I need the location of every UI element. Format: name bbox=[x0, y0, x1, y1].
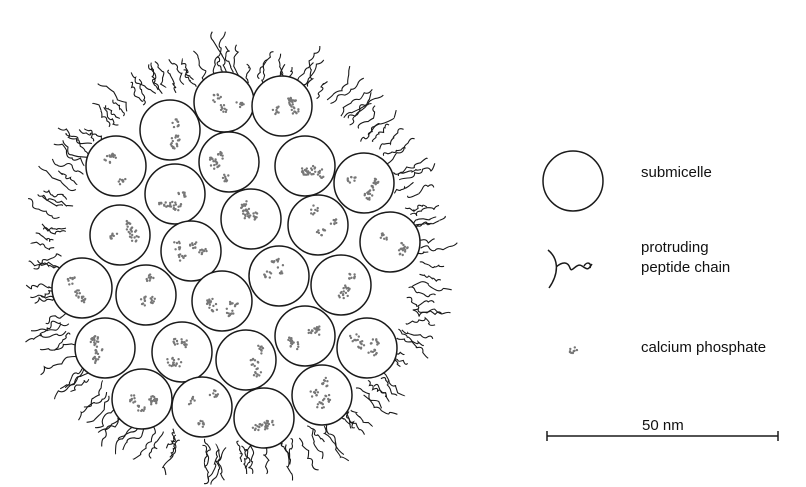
peptide-chain bbox=[406, 318, 435, 325]
peptide-chain bbox=[36, 233, 54, 242]
legend-submicelle-icon bbox=[543, 151, 603, 211]
submicelle bbox=[75, 318, 135, 378]
peptide-chain bbox=[399, 163, 435, 180]
peptide-chain bbox=[54, 144, 85, 166]
scale-bar: 50 nm bbox=[547, 417, 778, 441]
submicelle bbox=[288, 195, 348, 255]
submicelle bbox=[90, 205, 150, 265]
legend: submicelle protruding peptide chain calc… bbox=[543, 151, 778, 441]
submicelle bbox=[86, 136, 146, 196]
submicelle bbox=[194, 72, 254, 132]
peptide-chain bbox=[131, 82, 143, 101]
peptide-chain bbox=[420, 274, 441, 281]
peptide-chain bbox=[98, 84, 127, 112]
peptide-chain bbox=[52, 159, 83, 175]
peptide-chain bbox=[351, 410, 372, 426]
peptide-chain bbox=[408, 185, 434, 198]
peptide-chain bbox=[421, 243, 458, 251]
submicelle bbox=[145, 164, 205, 224]
submicelle bbox=[112, 369, 172, 429]
peptide-chain bbox=[409, 287, 436, 297]
peptide-chain bbox=[412, 282, 452, 291]
peptide-chain bbox=[420, 262, 444, 268]
peptide-chain bbox=[26, 284, 55, 289]
submicelle bbox=[52, 258, 112, 318]
peptide-chain bbox=[42, 197, 73, 207]
peptide-chain bbox=[29, 261, 60, 269]
peptide-chain bbox=[413, 309, 450, 316]
submicelle bbox=[140, 100, 200, 160]
peptide-chain bbox=[182, 59, 194, 80]
submicelle bbox=[311, 255, 371, 315]
peptide-chain bbox=[246, 64, 250, 83]
peptide-chain bbox=[149, 432, 163, 459]
peptide-chain bbox=[326, 425, 348, 461]
peptide-chain bbox=[407, 297, 435, 306]
submicelle bbox=[292, 365, 352, 425]
legend-peptide-icon bbox=[548, 250, 592, 288]
peptide-chain bbox=[312, 429, 323, 459]
scale-bar-label: 50 nm bbox=[642, 417, 684, 434]
peptide-chain bbox=[289, 439, 292, 465]
peptide-chain bbox=[44, 191, 67, 200]
peptide-chain bbox=[38, 194, 62, 206]
peptide-chain bbox=[374, 384, 389, 401]
peptide-chain bbox=[87, 396, 109, 423]
peptide-chain bbox=[225, 46, 233, 72]
peptide-chain bbox=[394, 183, 413, 194]
peptide-chain bbox=[184, 70, 197, 87]
peptide-chain bbox=[31, 324, 69, 331]
peptide-chain bbox=[40, 344, 79, 350]
peptide-chain bbox=[237, 441, 242, 462]
legend-calcium-label: calcium phosphate bbox=[641, 339, 766, 356]
legend-peptide-label-line2: peptide chain bbox=[641, 259, 730, 276]
peptide-chain bbox=[60, 368, 89, 389]
peptide-chain bbox=[299, 438, 318, 470]
peptide-chain bbox=[358, 106, 375, 129]
peptide-chain bbox=[344, 95, 384, 118]
submicelle bbox=[221, 189, 281, 249]
submicelle bbox=[172, 377, 232, 437]
peptide-chain bbox=[368, 381, 386, 398]
peptide-chain bbox=[38, 254, 62, 264]
submicelle bbox=[234, 388, 294, 448]
peptide-chain bbox=[307, 426, 324, 442]
submicelle bbox=[216, 330, 276, 390]
submicelle bbox=[275, 136, 335, 196]
submicelle bbox=[360, 212, 420, 272]
submicelle bbox=[116, 265, 176, 325]
peptide-chain bbox=[163, 440, 180, 475]
submicelle bbox=[252, 76, 312, 136]
calcium-phosphate-dot bbox=[569, 346, 578, 354]
peptide-chain bbox=[71, 379, 89, 391]
submicelle bbox=[199, 132, 259, 192]
peptide-chain bbox=[28, 199, 59, 219]
submicelle bbox=[192, 271, 252, 331]
peptide-chain bbox=[258, 52, 274, 79]
peptide-chain bbox=[79, 392, 107, 420]
peptide-chain bbox=[317, 82, 328, 99]
peptide-chain bbox=[168, 70, 176, 93]
peptide-chain bbox=[402, 330, 433, 339]
submicelle bbox=[337, 318, 397, 378]
legend-submicelle-label: submicelle bbox=[641, 164, 712, 181]
peptide-chain bbox=[211, 32, 227, 74]
submicelle bbox=[334, 153, 394, 213]
legend-calcium-phosphate-icon bbox=[569, 346, 578, 354]
peptide-chain bbox=[41, 356, 77, 374]
peptide-chain bbox=[398, 329, 423, 346]
submicelle bbox=[249, 246, 309, 306]
peptide-chain bbox=[26, 331, 67, 342]
submicelle bbox=[152, 322, 212, 382]
submicelle bbox=[275, 306, 335, 366]
peptide-chain bbox=[398, 169, 421, 176]
peptide-chain bbox=[31, 242, 54, 249]
peptide-chain bbox=[213, 32, 225, 73]
legend-peptide-label-line1: protruding bbox=[641, 239, 709, 256]
peptide-chain bbox=[361, 123, 380, 141]
